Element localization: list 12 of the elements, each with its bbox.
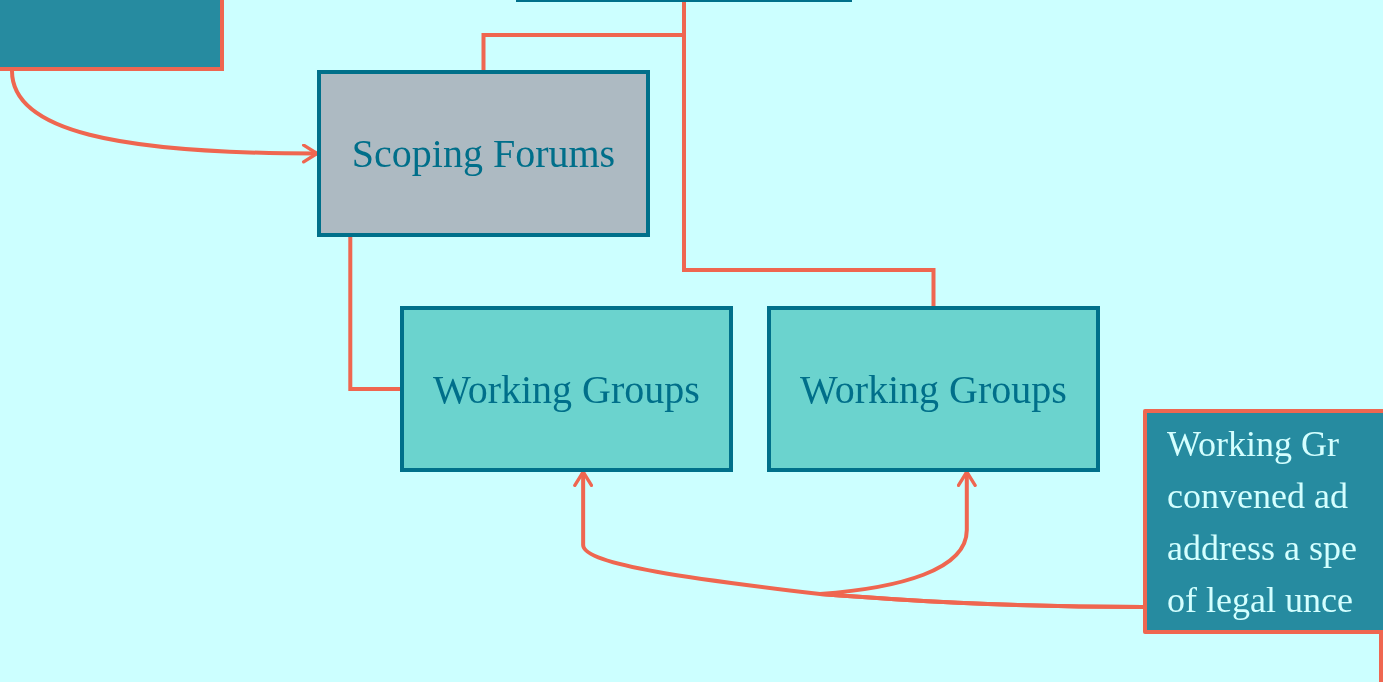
connector-line	[682, 2, 936, 306]
connector-line	[1379, 634, 1383, 682]
node-label: Working Groups	[433, 365, 700, 413]
connector-line	[348, 237, 400, 391]
callout-text: Working Gr convened ad address a spe of legal unce	[1167, 422, 1358, 622]
process-box	[400, 306, 733, 472]
process-box	[767, 306, 1100, 472]
process-box	[317, 70, 650, 237]
node-label: Scoping Forums	[351, 130, 616, 177]
node-label: Working Groups	[800, 365, 1067, 413]
arrow	[10, 70, 319, 164]
callout-box	[1143, 409, 1383, 634]
